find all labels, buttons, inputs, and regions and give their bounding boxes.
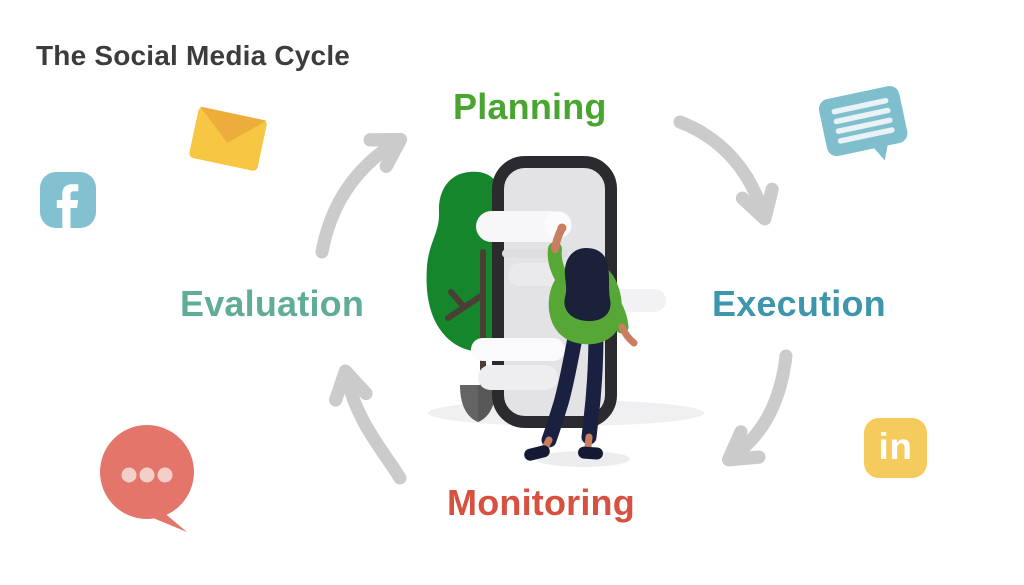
page-title: The Social Media Cycle [36,40,351,71]
slider-knob [544,211,572,239]
plant-pot-shade [478,385,496,422]
woman-figure [524,223,638,467]
message-pill-lower [471,338,565,361]
tree-foliage [426,171,497,352]
stage-label-planning: Planning [453,86,607,127]
arrow-evaluation-to-planning-icon [315,132,408,259]
stage-label-monitoring: Monitoring [447,482,635,523]
phone-woman-illustration [426,156,704,467]
stage-label-evaluation: Evaluation [180,283,365,324]
message-pill-bottom [478,365,558,390]
linkedin-glyph: in [878,426,913,467]
envelope-icon [189,106,267,171]
arrow-planning-to-execution-icon [673,115,779,226]
speech-bubble-icon [100,425,194,532]
figure-shadow [536,451,630,467]
message-pill-top [476,211,566,242]
facebook-icon [40,172,96,228]
linkedin-icon: in [864,418,927,478]
arrow-execution-to-monitoring-icon [721,349,793,467]
arrow-monitoring-to-evaluation-icon [329,364,407,485]
stage-label-execution: Execution [712,283,886,324]
chat-bubble-icon [818,86,908,161]
